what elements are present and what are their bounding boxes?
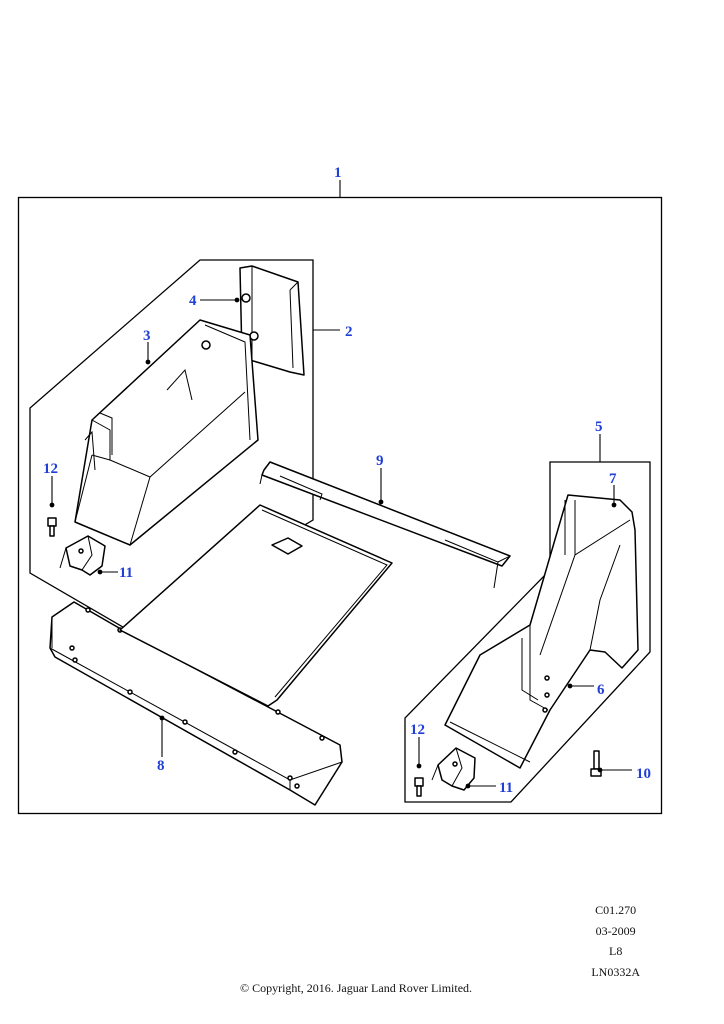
diagram-reference-block: C01.270 03-2009 L8 LN0332A <box>591 900 640 982</box>
reference-level: L8 <box>608 944 623 958</box>
callout-12-right: 12 <box>410 722 425 738</box>
callout-2: 2 <box>345 324 353 340</box>
floor-panel <box>119 504 393 715</box>
copyright-notice: © Copyright, 2016. Jaguar Land Rover Lim… <box>239 981 473 995</box>
part-11-mount-bracket-left <box>59 535 106 576</box>
callout-11-left: 11 <box>119 565 133 581</box>
reference-number: C01.270 <box>595 903 637 917</box>
part-12-bolt-left <box>47 517 57 537</box>
callout-11-right: 11 <box>499 780 513 796</box>
callout-5: 5 <box>595 419 603 435</box>
kit-frame <box>17 196 663 815</box>
reference-date: 03-2009 <box>595 923 636 938</box>
part-6-wheel-arch <box>444 494 639 769</box>
part-10-bolt <box>590 750 602 777</box>
reference-code: LN0332A <box>591 964 640 979</box>
part-11-mount-bracket-right <box>431 747 476 791</box>
callout-6: 6 <box>597 682 605 698</box>
part-8-side-channel <box>49 601 343 806</box>
part-9-rail <box>259 461 511 589</box>
callout-3: 3 <box>143 328 151 344</box>
callout-12-left: 12 <box>43 461 58 477</box>
callout-8: 8 <box>157 758 165 774</box>
callout-10: 10 <box>636 766 651 782</box>
part-12-bolt-right <box>414 777 424 797</box>
callout-9: 9 <box>376 453 384 469</box>
leader-lines <box>49 297 632 789</box>
group-5-boundary <box>404 461 651 803</box>
callout-7: 7 <box>609 471 617 487</box>
part-3-seat-box <box>74 319 259 546</box>
part-4-support-bracket <box>239 265 305 376</box>
callout-4: 4 <box>189 293 197 309</box>
callout-1: 1 <box>334 165 342 181</box>
